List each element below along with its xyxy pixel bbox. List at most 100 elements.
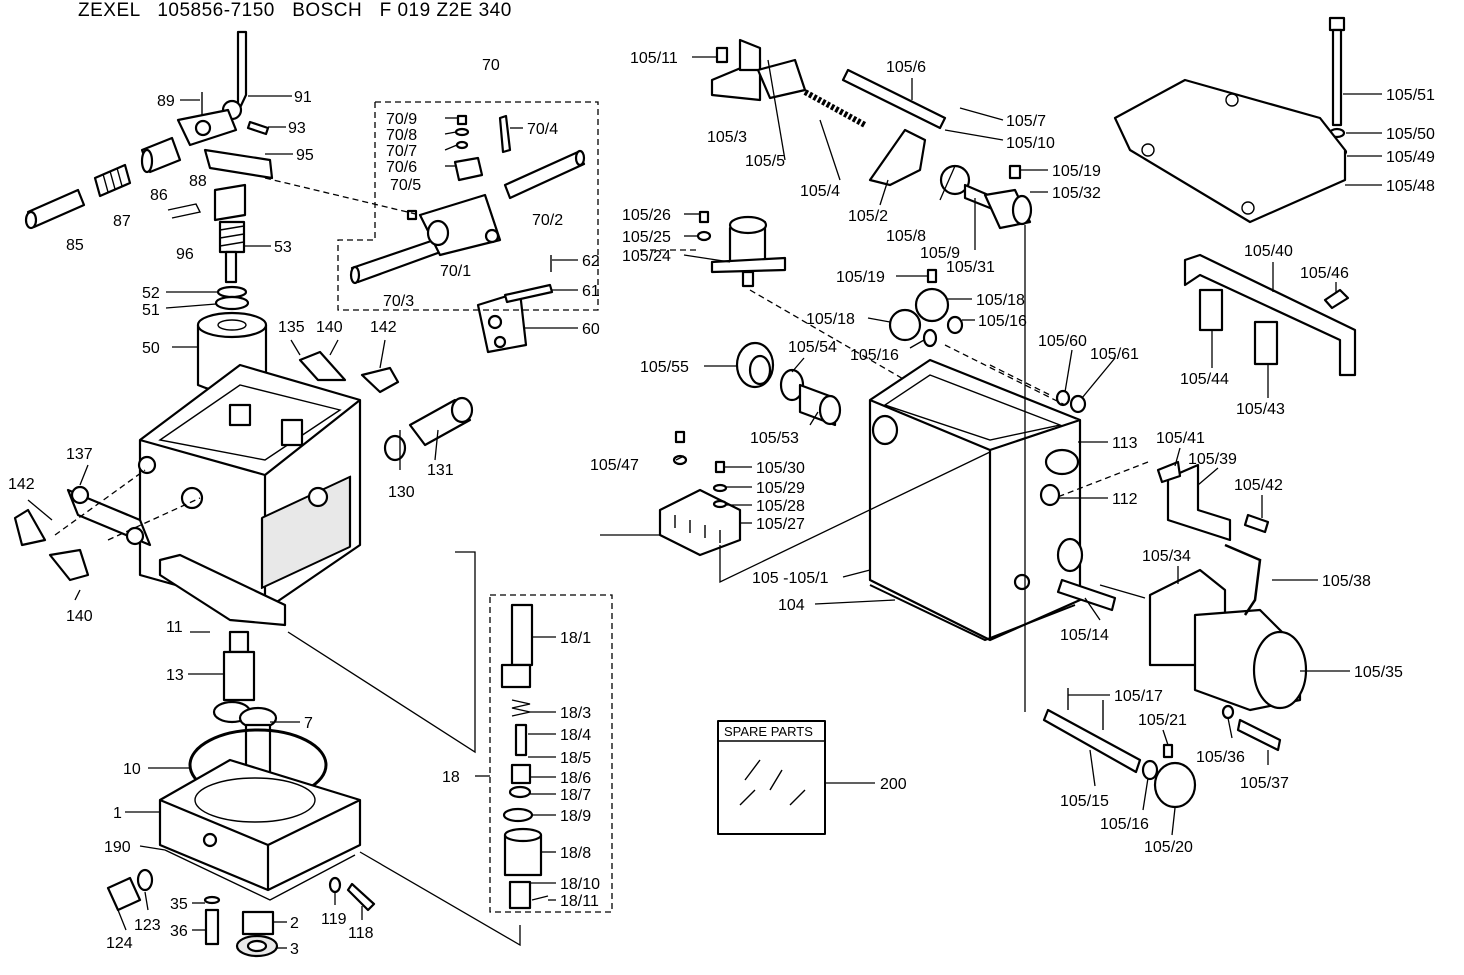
part-sleeve-86 [140,136,182,174]
label-18-6: 18/6 [560,770,591,787]
label-105-24: 105/24 [622,248,671,265]
label-140-b: 140 [66,608,93,625]
label-105-42: 105/42 [1234,477,1283,494]
label-18-7: 18/7 [560,787,591,804]
part-lever-91 [221,30,248,121]
label-105-50: 105/50 [1386,126,1435,143]
label-70-5: 70/5 [390,177,421,194]
part-gasket-190 [164,849,356,901]
label-105-3: 105/3 [707,129,747,146]
part-bracket-105-3 [710,38,762,102]
label-7: 7 [304,715,313,732]
part-bracket-142-a [360,366,400,394]
part-link-60 [476,290,528,354]
label-105-11: 105/11 [630,50,678,67]
part-pin-18-4-18-7 [508,723,532,799]
label-18-5: 18/5 [560,750,591,767]
label-88: 88 [189,173,207,190]
part-screw-105-46 [1323,288,1350,310]
label-105-46: 105/46 [1300,265,1349,282]
part-screw-105-19-b [926,268,938,284]
label-190: 190 [104,839,131,856]
part-screw-118-119 [328,876,376,912]
exploded-view-guides [54,101,1149,913]
label-87: 87 [113,213,131,230]
label-105-17: 105/17 [1114,688,1163,705]
part-housing-18-8 [503,827,543,877]
title-zexel-code: 105856-7150 [157,0,275,21]
label-113: 113 [1112,435,1138,452]
label-105-55: 105/55 [640,359,689,376]
part-ring-112 [1039,483,1061,507]
part-washer-130 [383,434,407,462]
part-washer-123 [136,868,154,892]
part-screw-35-36 [203,895,221,946]
part-screw-105-41 [1156,460,1182,484]
label-105-49: 105/49 [1386,149,1435,166]
label-leader-lines [27,56,1382,949]
part-bracket-105-39 [1166,463,1232,542]
label-70-3: 70/3 [383,293,414,310]
label-35: 35 [170,896,188,913]
label-18: 18 [442,769,460,786]
label-18-1: 18/1 [560,630,591,647]
part-block-105-5 [756,58,807,100]
part-screw-105-42 [1243,513,1270,534]
title-bosch-code: F 019 Z2E 340 [379,0,512,21]
label-118: 118 [348,925,374,942]
part-screw-105-25-105-26 [696,210,712,242]
assembly-guide-lines [287,225,1146,947]
label-119: 119 [321,911,347,928]
label-70-1: 70/1 [440,263,471,280]
label-105-37: 105/37 [1240,775,1289,792]
label-105-19-a: 105/19 [1052,163,1101,180]
page-title: ZEXEL 105856-7150 BOSCH F 019 Z2E 340 [78,0,512,22]
part-motor-105-35 [1148,568,1308,712]
part-flange-1 [158,758,362,892]
part-bush-105-53 [798,383,842,427]
part-bracket-140-a [298,350,347,382]
label-86: 86 [150,187,168,204]
label-70-8: 70/8 [386,127,417,144]
label-105-27: 105/27 [756,516,805,533]
label-18-8: 18/8 [560,845,591,862]
spare-parts-label: SPARE PARTS [724,724,813,739]
part-screw-105-36-105-37 [1221,704,1282,752]
label-105-16-a: 105/16 [978,313,1027,330]
part-bolt-105-51 [1328,16,1346,127]
label-105-14: 105/14 [1060,627,1109,644]
part-spring-53 [213,183,247,284]
part-lever-assembly-88 [176,108,274,180]
label-105-41: 105/41 [1156,430,1205,447]
label-105-8: 105/8 [886,228,926,245]
label-105-36: 105/36 [1196,749,1245,766]
label-52: 52 [142,285,160,302]
label-18-10: 18/10 [560,876,600,893]
label-85: 85 [66,237,84,254]
part-terminal-block-105-27 [658,488,742,557]
label-70-4: 70/4 [527,121,558,138]
part-bracket-140-b [48,548,90,582]
label-105-18-b: 105/18 [806,311,855,328]
label-142-a: 142 [370,319,397,336]
part-bracket-105-40 [1183,253,1357,377]
part-main-housing-105-1 [868,358,1084,642]
part-washer-18-9 [502,807,534,823]
label-105-6: 105/6 [886,59,926,76]
part-plug-131 [408,396,474,447]
label-36: 36 [170,923,188,940]
label-95: 95 [296,147,314,164]
label-105-43: 105/43 [1236,401,1285,418]
title-brand-bosch: BOSCH [292,0,363,21]
label-105-16-b: 105/16 [850,347,899,364]
part-cable-105-38 [1224,543,1262,616]
label-130: 130 [388,484,415,501]
label-105-60: 105/60 [1038,333,1087,350]
title-brand-zexel: ZEXEL [78,0,140,21]
spare-parts-box-200 [717,720,826,835]
label-13: 13 [166,667,184,684]
label-105-21: 105/21 [1138,712,1187,729]
part-stud-70-5 [406,209,418,221]
label-96: 96 [176,246,194,263]
